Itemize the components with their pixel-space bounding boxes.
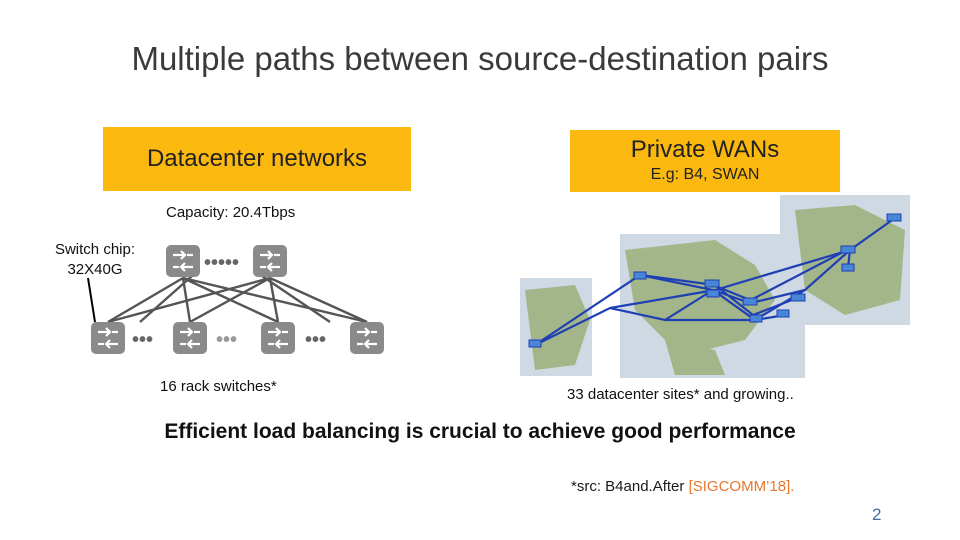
source-citation: *src: B4and.After [SIGCOMM’18]. xyxy=(571,478,794,495)
switch-chip-label: Switch chip: 32X40G xyxy=(40,240,150,280)
datacenter-networks-label: Datacenter networks xyxy=(146,145,368,172)
rack-switch-icon-4 xyxy=(348,320,386,356)
switch-links xyxy=(107,275,368,324)
map-landmass xyxy=(525,205,905,375)
source-link[interactable]: [SIGCOMM’18]. xyxy=(688,478,795,495)
source-prefix: *src: B4and.After xyxy=(571,478,689,495)
rack-ellipsis-1: ••• xyxy=(132,329,153,351)
spine-switch-icon-1 xyxy=(164,243,202,279)
datacenter-topology: ••••• ••• ••• ••• xyxy=(87,243,386,356)
headline: Efficient load balancing is crucial to a… xyxy=(164,420,796,443)
wan-map xyxy=(520,195,910,378)
page-number: 2 xyxy=(872,505,882,524)
rack-switch-icon-1 xyxy=(89,320,127,356)
private-wans-label: Private WANs xyxy=(630,136,780,163)
switch-chip-line1: Switch chip: xyxy=(54,241,136,258)
capacity-label: Capacity: 20.4Tbps xyxy=(166,204,296,221)
chip-pointer-line xyxy=(87,277,96,323)
rack-switch-icon-3 xyxy=(259,320,297,356)
rack-switch-icon-2 xyxy=(171,320,209,356)
spine-ellipsis: ••••• xyxy=(204,252,239,274)
private-wans-example: E.g: B4, SWAN xyxy=(650,166,760,183)
datacenter-sites-label: 33 datacenter sites* and growing.. xyxy=(567,386,794,403)
switch-chip-line2: 32X40G xyxy=(67,261,123,278)
datacenter-networks-box: Datacenter networks xyxy=(103,127,411,191)
wan-site-markers xyxy=(528,213,902,348)
rack-switches-label: 16 rack switches* xyxy=(160,378,277,395)
private-wans-box: Private WANs E.g: B4, SWAN xyxy=(570,130,840,192)
rack-ellipsis-3: ••• xyxy=(305,329,326,351)
rack-ellipsis-2: ••• xyxy=(216,329,237,351)
spine-switch-icon-2 xyxy=(251,243,289,279)
slide-title: Multiple paths between source-destinatio… xyxy=(131,40,829,77)
